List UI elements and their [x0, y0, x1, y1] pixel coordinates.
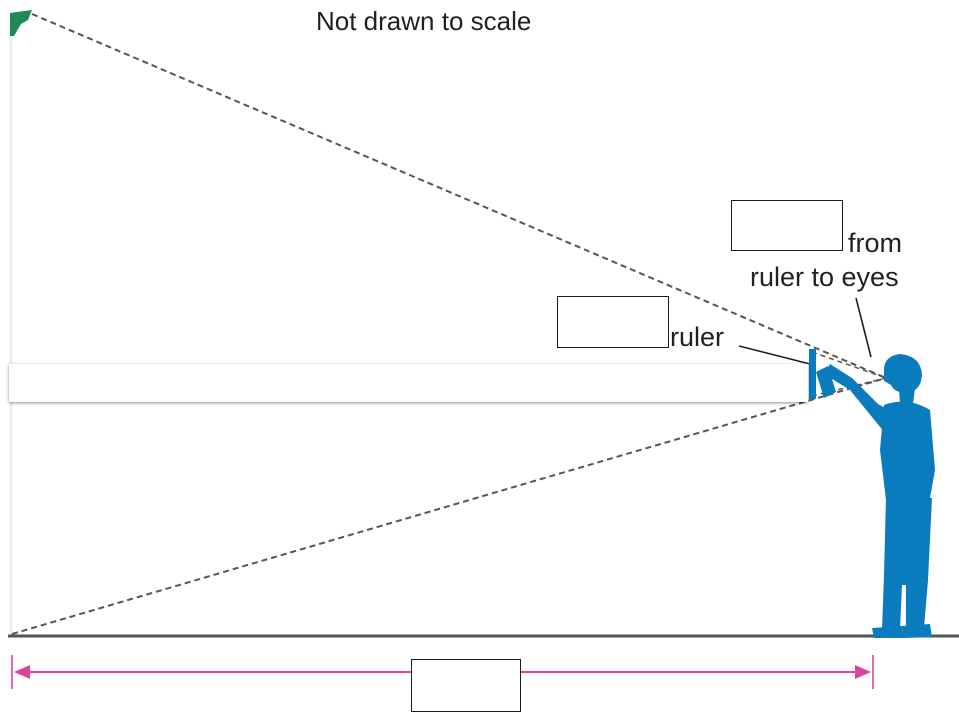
ruler-stick	[809, 349, 816, 399]
label-ruler-to-eyes: ruler to eyes	[750, 262, 899, 292]
distance-leader-line	[855, 297, 872, 358]
tree-top-icon	[10, 10, 32, 36]
cover-strip	[9, 364, 808, 402]
sight-line-ruler-top	[811, 351, 887, 379]
sight-line-top	[31, 13, 887, 379]
diagram-title: Not drawn to scale	[316, 6, 532, 36]
label-ruler: ruler	[670, 322, 725, 352]
ruler-leader-line	[738, 345, 811, 365]
answer-box-ground-distance[interactable]	[411, 659, 521, 712]
label-from: from	[848, 228, 902, 258]
answer-box-eye-distance[interactable]	[731, 200, 843, 251]
sight-line-bottom	[11, 377, 887, 635]
person-silhouette	[816, 354, 935, 638]
answer-box-ruler-length[interactable]	[557, 296, 669, 348]
